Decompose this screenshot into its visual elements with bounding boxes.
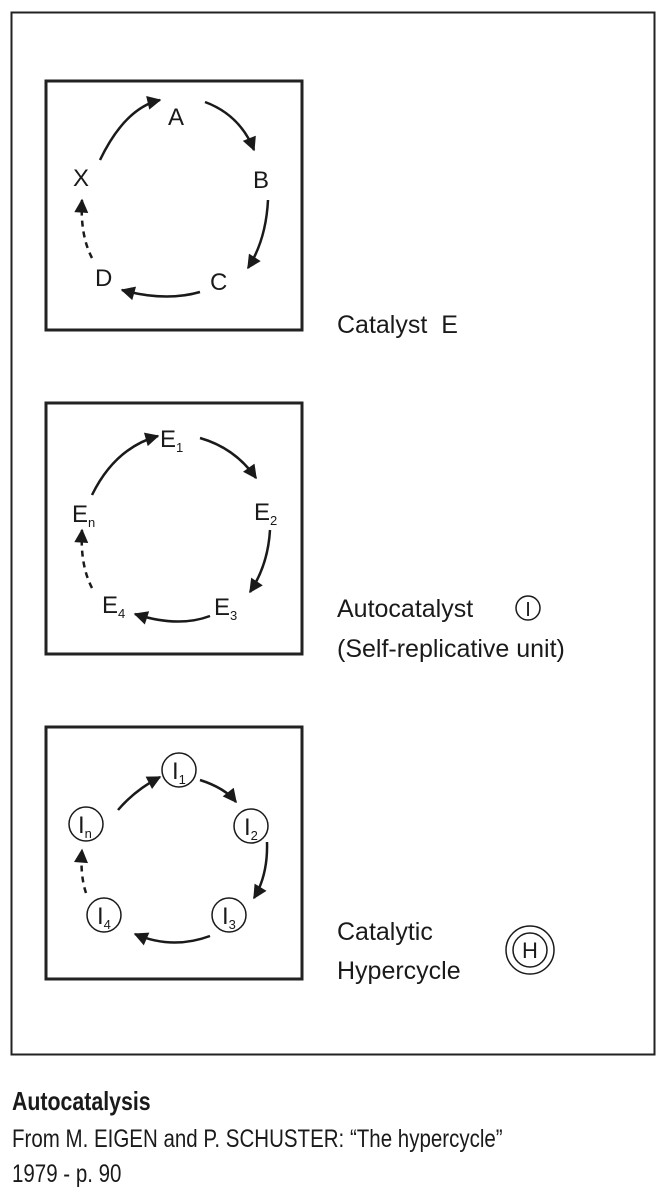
- panel-catalyst: A B C D X Catalyst E: [44, 79, 458, 339]
- node-e1: E1: [160, 426, 183, 455]
- caption-title: Autocatalysis: [12, 1086, 151, 1116]
- panel-box: [44, 401, 304, 656]
- outer-frame: [10, 11, 656, 1056]
- arrow-e3-e4: [133, 611, 211, 625]
- node-e2: E2: [254, 499, 277, 528]
- node-i2: I2: [244, 814, 258, 843]
- node-in: In: [78, 812, 92, 841]
- autocatalyst-symbol: I: [525, 599, 531, 621]
- arrow-a-b: [204, 100, 256, 152]
- hypercycle-symbol-outer: [505, 925, 555, 975]
- arrow-i3-i4: [133, 932, 211, 946]
- catalyst-label: Catalyst E: [337, 311, 458, 339]
- panel-autocatalyst: E1 E2 E3 E4 En Autocatalyst I (Self-repl…: [44, 401, 565, 663]
- node-i1: I1: [172, 758, 186, 787]
- arrow-b-c: [246, 199, 270, 270]
- node-i4: I4: [97, 903, 111, 932]
- node-a: A: [168, 104, 184, 131]
- self-replicative-label: (Self-replicative unit): [337, 635, 565, 663]
- arrow-e1-e2: [199, 436, 258, 480]
- arrow-x-a: [98, 95, 162, 161]
- caption-source: From M. EIGEN and P. SCHUSTER: “The hype…: [12, 1125, 503, 1153]
- hypercycle-symbol: H: [522, 938, 538, 963]
- catalytic-label: Catalytic: [337, 918, 433, 946]
- node-circles: [68, 752, 269, 933]
- node-e4: E4: [102, 592, 125, 621]
- arrow-i2-i3: [252, 841, 269, 900]
- arrow-e4-en-dashed: [74, 528, 94, 589]
- autocatalyst-label: Autocatalyst: [337, 595, 473, 623]
- hypercycle-symbol-inner: [512, 932, 548, 968]
- arrow-c-d: [120, 286, 201, 301]
- node-b: B: [253, 167, 269, 194]
- node-x: X: [73, 165, 89, 192]
- panel-box: [44, 725, 304, 981]
- caption-date-page: 1979 - p. 90: [12, 1160, 122, 1188]
- node-en: En: [72, 501, 95, 530]
- panel-box: [44, 79, 304, 332]
- arrow-in-i1: [117, 775, 162, 811]
- node-c: C: [210, 269, 227, 296]
- hypercycle-label: Hypercycle: [337, 957, 461, 985]
- node-e3: E3: [214, 594, 237, 623]
- arrow-e2-e3: [248, 529, 272, 594]
- node-i3: I3: [222, 903, 236, 932]
- node-d: D: [95, 265, 112, 292]
- arrow-en-e1: [90, 432, 160, 496]
- arrow-i1-i2: [199, 778, 237, 804]
- arrow-i4-in-dashed: [74, 848, 88, 894]
- panel-hypercycle: I1 I2 I3 I4 In Catalytic Hypercycle H: [44, 725, 555, 985]
- autocatalyst-symbol-circle: [515, 595, 541, 621]
- arrow-d-x-dashed: [74, 198, 94, 259]
